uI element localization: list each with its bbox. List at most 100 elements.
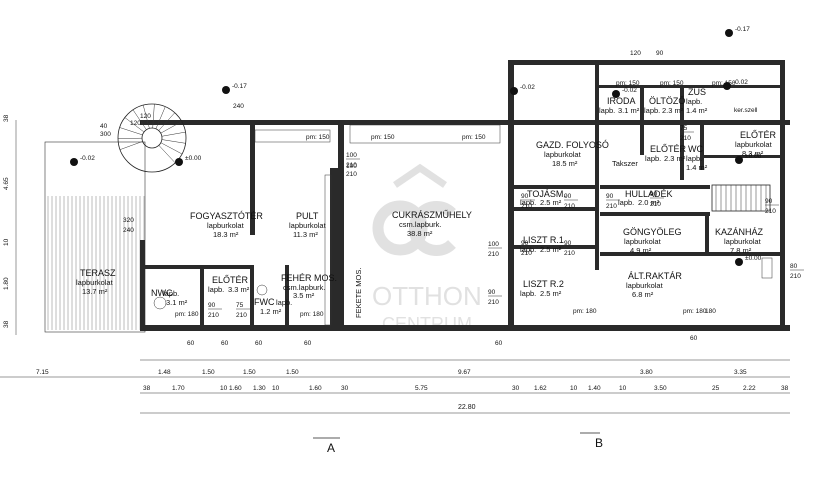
- dimension-value: 1.30: [253, 385, 266, 392]
- level-value: -0.02: [733, 79, 748, 86]
- dimension-value: 3.50: [654, 385, 667, 392]
- door-sizes: 1002109021075210902109021010021090210902…: [208, 125, 804, 319]
- svg-text:lapb.: lapb.: [686, 154, 702, 163]
- level-value: -0.02: [80, 155, 95, 162]
- svg-text:WC: WC: [688, 144, 703, 154]
- misc-dim: 120: [630, 50, 641, 57]
- dimension-value: 5.75: [415, 385, 428, 392]
- watermark: OTTHON CENTRUM: [372, 163, 482, 334]
- svg-text:lapb.: lapb.: [520, 198, 536, 207]
- svg-text:csm.lapburk.: csm.lapburk.: [283, 283, 326, 292]
- svg-text:2.3 m²: 2.3 m²: [662, 106, 684, 115]
- svg-text:NWC: NWC: [151, 288, 173, 298]
- dimension-value: 1.50: [286, 369, 299, 376]
- level-marker: -0.17: [222, 83, 247, 94]
- svg-text:ELŐTÉR: ELŐTÉR: [740, 130, 777, 140]
- level-marker: -0.17: [725, 26, 750, 37]
- svg-text:2.5 m²: 2.5 m²: [540, 198, 562, 207]
- svg-text:lapburkolat: lapburkolat: [724, 237, 762, 246]
- misc-dim: 60: [255, 340, 263, 347]
- svg-text:csm.lapburk.: csm.lapburk.: [399, 220, 442, 229]
- svg-text:7.8 m²: 7.8 m²: [730, 246, 752, 255]
- dimension-value: 3.35: [734, 369, 747, 376]
- level-value: ±0.00: [185, 155, 202, 162]
- svg-text:lapb.: lapb.: [163, 289, 179, 298]
- parapet-label: pm: 150: [616, 80, 640, 87]
- level-marker: ±0.00: [735, 153, 762, 164]
- svg-text:38.8 m²: 38.8 m²: [407, 229, 433, 238]
- door-height: 210: [564, 203, 575, 210]
- door-width: 80: [790, 263, 798, 270]
- parapet-label: pm: 150: [306, 134, 330, 141]
- svg-text:lapb.: lapb.: [208, 285, 224, 294]
- svg-text:TOJÁSM.: TOJÁSM.: [527, 189, 566, 199]
- parapet-label: pm: 180: [683, 308, 707, 315]
- left-dim-value: 4.65: [3, 177, 10, 190]
- room-tojasm: TOJÁSM.lapb. 2.5 m²: [520, 189, 566, 207]
- left-dim-value: 38: [3, 114, 10, 122]
- svg-text:lapb.: lapb.: [520, 289, 536, 298]
- label-ker-szell: ker.szell: [734, 107, 758, 114]
- level-marker: ±0.00: [175, 155, 202, 166]
- door-width: 90: [765, 198, 773, 205]
- svg-text:ZUS: ZUS: [688, 87, 706, 97]
- misc-dim: 60: [304, 340, 312, 347]
- door-height: 210: [488, 299, 499, 306]
- door-height: 210: [208, 312, 219, 319]
- dimension-value: 1.60: [309, 385, 322, 392]
- svg-text:300: 300: [100, 131, 111, 138]
- door-width: 90: [650, 191, 658, 198]
- svg-text:3.1 m²: 3.1 m²: [166, 298, 188, 307]
- svg-text:40: 40: [100, 123, 108, 130]
- level-marker: ±0.00: [735, 255, 762, 266]
- door-height: 210: [521, 203, 532, 210]
- svg-text:HULLADÉK: HULLADÉK: [625, 189, 673, 199]
- door-width: 90: [208, 302, 216, 309]
- parapet-label: pm: 150: [462, 134, 486, 141]
- level-value: ±0.00: [745, 255, 762, 262]
- door-height: 210: [790, 273, 801, 280]
- svg-text:1.4 m²: 1.4 m²: [686, 163, 708, 172]
- door-height: 210: [488, 251, 499, 258]
- svg-text:CUKRÁSZMŰHELY: CUKRÁSZMŰHELY: [392, 210, 472, 220]
- left-dim-value: 38: [3, 320, 10, 328]
- dimension-value: 7.15: [36, 369, 49, 376]
- parapet-label: pm: 180: [573, 308, 597, 315]
- misc-dim: 240: [123, 227, 134, 234]
- svg-text:FEHÉR MOS.: FEHÉR MOS.: [281, 273, 337, 283]
- door-height: 210: [606, 203, 617, 210]
- misc-dim: 240: [233, 103, 244, 110]
- axis-a: A: [327, 441, 335, 455]
- svg-text:ÖLTÖZŐ: ÖLTÖZŐ: [649, 96, 685, 106]
- svg-text:3.1 m²: 3.1 m²: [618, 106, 640, 115]
- svg-text:GÖNGYÖLEG: GÖNGYÖLEG: [623, 227, 682, 237]
- svg-text:ÁLT.RAKTÁR: ÁLT.RAKTÁR: [628, 271, 682, 281]
- svg-text:LISZT R.2: LISZT R.2: [523, 279, 564, 289]
- svg-text:2.5 m²: 2.5 m²: [540, 289, 562, 298]
- door-width: 90: [521, 193, 529, 200]
- door-height: 210: [236, 312, 247, 319]
- svg-text:lapb.: lapb.: [686, 97, 702, 106]
- svg-text:FWC: FWC: [254, 297, 275, 307]
- svg-text:3.5 m²: 3.5 m²: [293, 291, 315, 300]
- left-dim-value: 10: [3, 238, 10, 246]
- svg-text:18.5 m²: 18.5 m²: [552, 159, 578, 168]
- svg-text:lapburkolat: lapburkolat: [626, 281, 664, 290]
- door-width: 75: [236, 302, 244, 309]
